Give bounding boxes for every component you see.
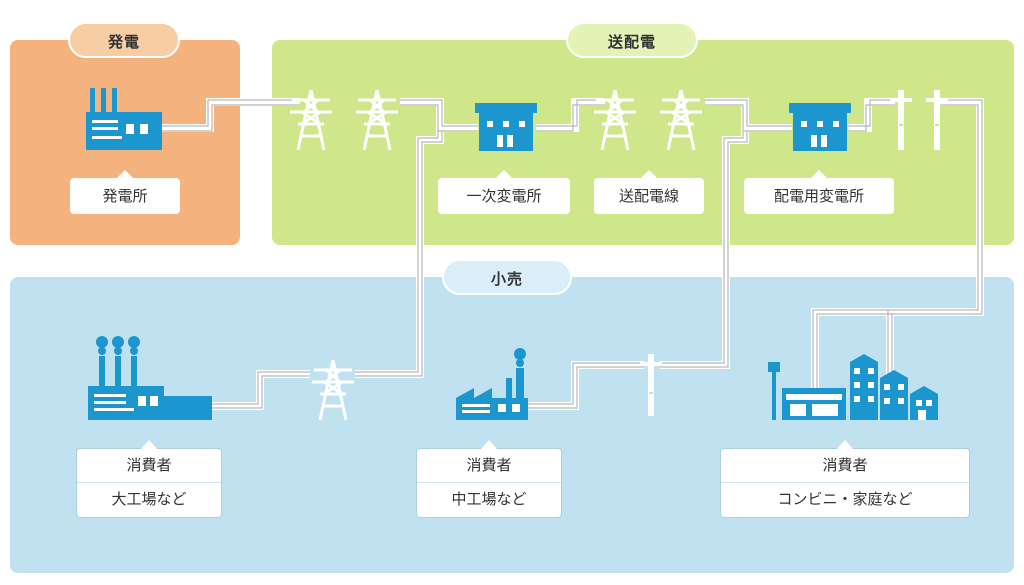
pylon-icon <box>290 89 332 151</box>
transmission-line-label: 送配電線 <box>594 170 704 214</box>
large-factory-icon <box>88 336 212 420</box>
consumer-name: 大工場など <box>111 490 187 508</box>
generation-title: 発電 <box>68 22 180 58</box>
primary-substation-label: 一次変電所 <box>438 170 570 214</box>
utility-pole-icon <box>890 90 912 150</box>
substation-icon <box>789 103 851 151</box>
retail-zone <box>10 277 1014 573</box>
consumer-heading: 消費者 <box>721 449 969 483</box>
medium-factory-icon <box>456 348 528 420</box>
pylon-icon <box>312 359 354 421</box>
pylon-icon <box>594 89 636 151</box>
consumer-name: コンビニ・家庭など <box>777 490 913 508</box>
pylon-icon <box>660 89 702 151</box>
power-plant-label: 発電所 <box>70 170 180 214</box>
pylon-icon <box>356 89 398 151</box>
consumer-box-convenience-homes: 消費者 コンビニ・家庭など <box>720 440 970 518</box>
utility-pole-icon <box>926 90 948 150</box>
consumer-name: 中工場など <box>451 490 527 508</box>
consumer-heading: 消費者 <box>417 449 561 483</box>
retail-title: 小売 <box>442 259 572 295</box>
consumer-heading: 消費者 <box>77 449 221 483</box>
power-plant-icon <box>86 88 162 150</box>
distribution-substation-label: 配電用変電所 <box>744 170 894 214</box>
consumer-box-medium-factory: 消費者 中工場など <box>416 440 562 518</box>
consumer-box-large-factory: 消費者 大工場など <box>76 440 222 518</box>
transmission-title: 送配電 <box>566 22 698 58</box>
utility-pole-icon <box>640 354 662 416</box>
houses-store-icon <box>768 354 938 420</box>
substation-icon <box>475 103 537 151</box>
